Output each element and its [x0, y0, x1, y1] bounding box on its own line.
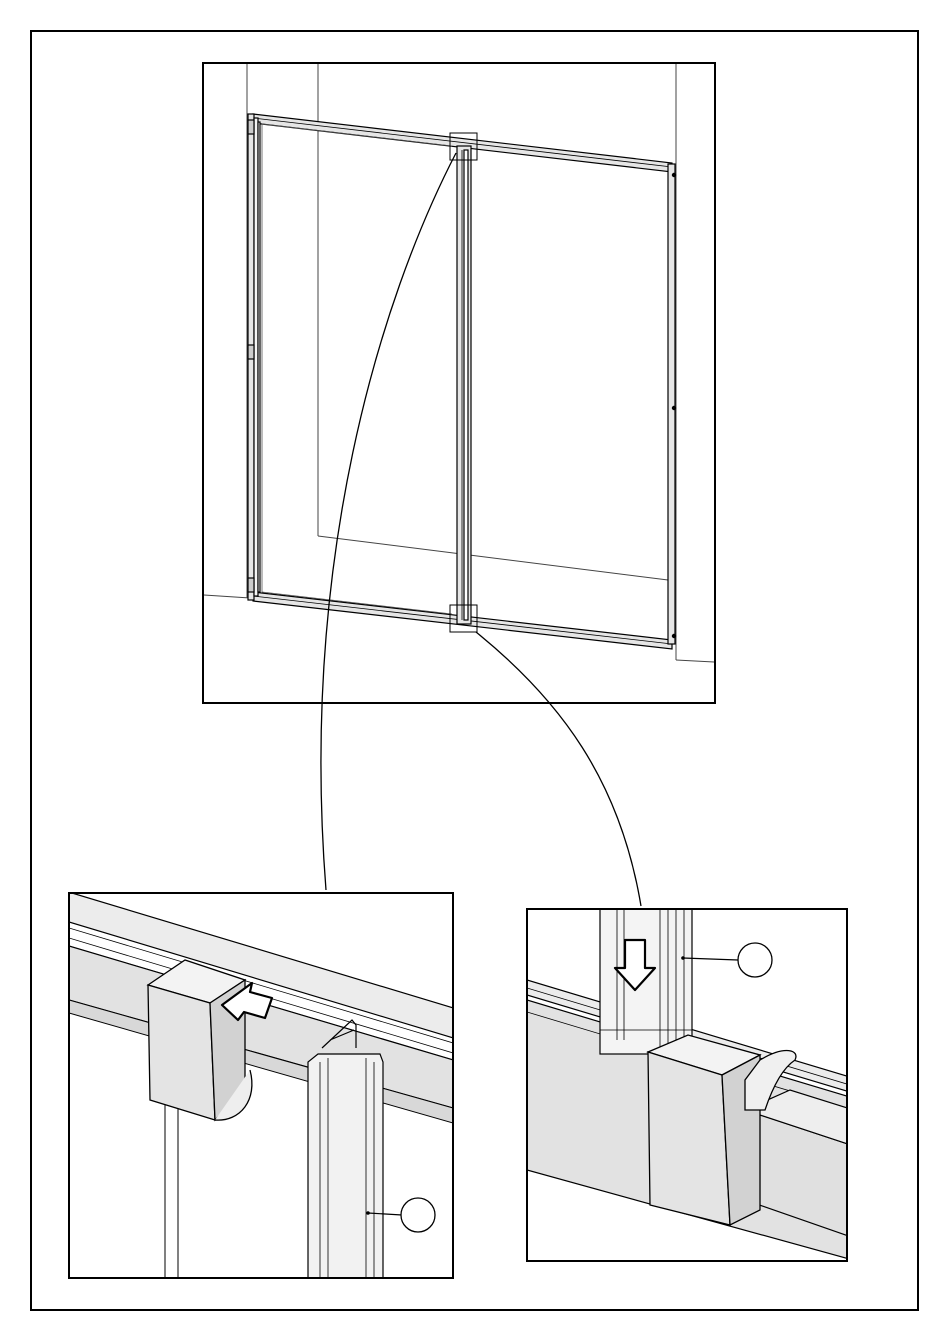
left-hinge-top	[248, 120, 254, 134]
callout-circle-top	[401, 1198, 435, 1232]
left-hinge-bottom	[248, 578, 254, 592]
detail-bottom-panel	[527, 909, 860, 1262]
left-hinge-mid	[248, 345, 254, 359]
u-profile-top	[308, 1020, 383, 1278]
left-wall-profile	[248, 114, 260, 600]
vertical-profile-bottom	[600, 909, 692, 1055]
right-wall-profile	[668, 164, 676, 644]
detail-top-panel	[69, 893, 460, 1278]
guide-cap-top	[148, 960, 252, 1120]
center-profile	[457, 146, 471, 624]
overview-panel	[203, 63, 715, 703]
callout-circle-bottom	[738, 943, 772, 977]
